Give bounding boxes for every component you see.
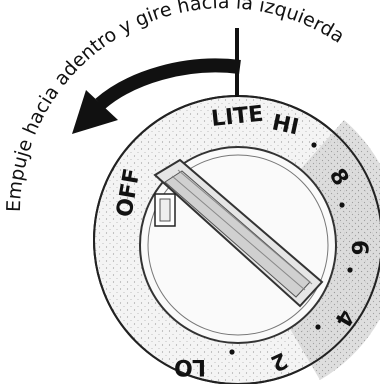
tick-dot [339, 202, 345, 208]
rotate-left-arrow [72, 58, 241, 134]
tick-dot [347, 267, 353, 273]
tick-dot [315, 324, 321, 330]
label-hi: HI [270, 110, 301, 140]
label-lite: LITE [210, 102, 265, 132]
label-lo: LO [174, 354, 206, 379]
tick-dot [311, 142, 317, 148]
tick-dot [229, 349, 235, 355]
knob-indicator [154, 193, 176, 227]
label-six: 6 [346, 240, 371, 255]
knob-grip [153, 158, 324, 308]
